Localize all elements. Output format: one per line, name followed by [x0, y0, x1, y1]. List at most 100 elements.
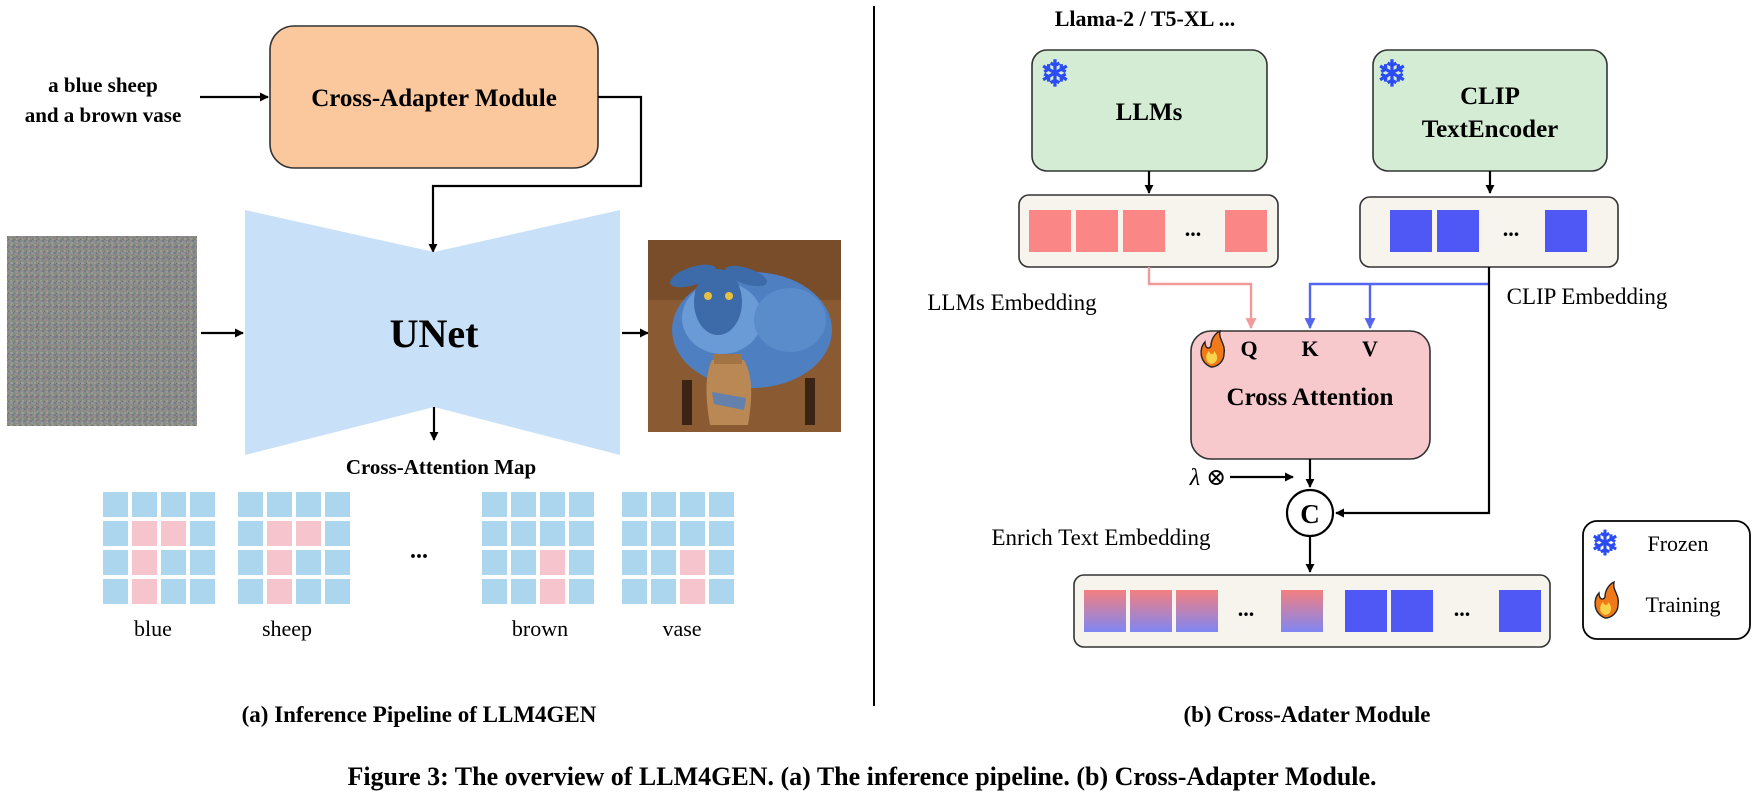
attn-map-cell — [569, 550, 594, 575]
attn-map-cell — [651, 550, 676, 575]
word-label-brown: brown — [512, 616, 568, 641]
word-label-sheep: sheep — [262, 616, 312, 641]
enriched-token — [1281, 590, 1323, 632]
attn-map-cell — [511, 550, 536, 575]
attn-map-cell — [325, 550, 350, 575]
attn-map-cell — [103, 550, 128, 575]
clip-kv-connection — [1304, 282, 1489, 330]
attn-map-cell — [680, 492, 705, 517]
clip-embedding-tokens — [1390, 210, 1587, 252]
attn-map-cell — [680, 521, 705, 546]
attn-map-cell — [511, 492, 536, 517]
attn-map-ellipsis: ... — [410, 538, 428, 564]
unet-hourglass — [245, 210, 620, 455]
attn-map-cell — [132, 579, 157, 604]
attn-map-cell — [482, 579, 507, 604]
clip-textencoder-box — [1372, 49, 1608, 172]
attn-map-cell — [190, 550, 215, 575]
clip-token — [1390, 210, 1432, 252]
clip-token — [1437, 210, 1479, 252]
legend-training-label: Training — [1646, 592, 1721, 617]
attn-map-cell — [103, 492, 128, 517]
attn-map-cell — [267, 550, 292, 575]
v-label: V — [1362, 336, 1378, 361]
attn-map-cell — [709, 550, 734, 575]
enriched-token — [1084, 590, 1126, 632]
attn-map-cell — [511, 521, 536, 546]
attn-map-cell — [540, 550, 565, 575]
attn-map-cell — [622, 521, 647, 546]
attn-map-cell — [569, 492, 594, 517]
attn-map-cell — [569, 579, 594, 604]
attn-map-cell — [325, 521, 350, 546]
noise-image-overlay — [7, 236, 197, 426]
clip-label-line1: CLIP — [1460, 83, 1520, 110]
concat-label: C — [1300, 499, 1320, 529]
flame-icon-core — [1600, 602, 1612, 615]
attn-map-cell — [569, 521, 594, 546]
panel-a-caption: (a) Inference Pipeline of LLM4GEN — [242, 702, 597, 727]
attn-map-cell — [103, 521, 128, 546]
attn-map-cell — [296, 550, 321, 575]
cross-attention-maps — [103, 492, 734, 604]
clip-embedding-label: CLIP Embedding — [1507, 284, 1668, 309]
attn-map-cell — [161, 492, 186, 517]
attn-map-cell — [267, 579, 292, 604]
attn-map-cell — [267, 492, 292, 517]
attn-map-cell — [132, 492, 157, 517]
attn-map-cell — [482, 492, 507, 517]
legend-box — [1582, 520, 1751, 640]
figure-caption: Figure 3: The overview of LLM4GEN. (a) T… — [347, 762, 1376, 791]
legend-frozen-label: Frozen — [1647, 531, 1708, 556]
attn-map-cell — [238, 492, 263, 517]
prompt-line-2: and a brown vase — [25, 103, 182, 127]
attn-map-cell — [540, 521, 565, 546]
word-label-blue: blue — [134, 616, 172, 641]
clip-token — [1499, 590, 1541, 632]
word-label-vase: vase — [662, 616, 701, 641]
k-label: K — [1301, 336, 1318, 361]
panel-b-caption: (b) Cross-Adater Module — [1183, 702, 1430, 727]
clip-embedding-ellipsis: ... — [1503, 216, 1520, 241]
attn-map-cell — [267, 521, 292, 546]
attn-map-cell — [238, 550, 263, 575]
attn-map-cell — [651, 492, 676, 517]
attn-map-cell — [622, 492, 647, 517]
attn-map-cell — [680, 579, 705, 604]
q-label: Q — [1240, 336, 1257, 361]
attn-map-cell — [709, 492, 734, 517]
llms-label: LLMs — [1116, 99, 1183, 126]
attn-map-cell — [709, 579, 734, 604]
adapter-to-unet-arrow — [428, 95, 643, 253]
attn-map-cell — [161, 521, 186, 546]
attn-map-cell — [540, 579, 565, 604]
attn-map-cell — [161, 550, 186, 575]
cross-adapter-panel: Llama-2 / T5-XL ... ❄ LLMs ❄ CLIP TextEn… — [927, 6, 1751, 727]
llm-token — [1029, 210, 1071, 252]
attn-map-cell — [296, 521, 321, 546]
attn-map-cell — [651, 521, 676, 546]
llms-embedding-tokens — [1029, 210, 1267, 252]
enriched-token — [1176, 590, 1218, 632]
enriched-token — [1130, 590, 1172, 632]
attn-map-cell — [238, 521, 263, 546]
clip-token — [1545, 210, 1587, 252]
attn-map-cell — [651, 579, 676, 604]
attn-map-cell — [190, 579, 215, 604]
llm-token — [1076, 210, 1118, 252]
llm-token — [1123, 210, 1165, 252]
llms-embedding-ellipsis: ... — [1185, 216, 1202, 241]
clip-token — [1345, 590, 1387, 632]
attn-map-cell — [680, 550, 705, 575]
attn-map-cell — [622, 579, 647, 604]
snowflake-icon: ❄ — [1040, 54, 1070, 94]
enrich-ellipsis-1: ... — [1238, 596, 1255, 621]
llm-variants-label: Llama-2 / T5-XL ... — [1055, 6, 1236, 31]
cross-adapter-module-label: Cross-Adapter Module — [311, 85, 557, 112]
enrich-embedding-tokens — [1084, 590, 1541, 632]
output-image-blue-sheep — [648, 240, 841, 432]
llms-embedding-label: LLMs Embedding — [927, 290, 1097, 315]
cross-attention-label: Cross Attention — [1227, 384, 1394, 411]
attn-map-cell — [482, 550, 507, 575]
attn-map-cell — [190, 492, 215, 517]
